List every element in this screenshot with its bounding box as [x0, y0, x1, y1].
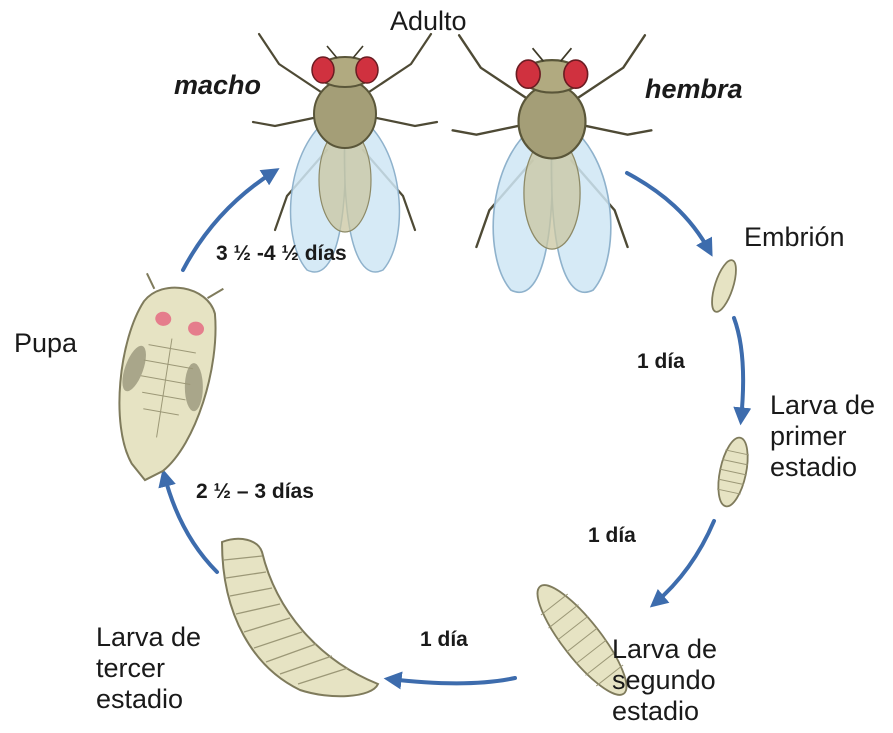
- larva2-label: Larva de segundo estadio: [612, 634, 717, 727]
- pupa-illustration: [103, 272, 226, 488]
- duration-larva3-to-pupa: 2 ½ – 3 días: [196, 480, 314, 504]
- embryo-label: Embrión: [744, 222, 845, 253]
- pupa-label: Pupa: [14, 328, 77, 359]
- larva2-label-line3: estadio: [612, 696, 717, 727]
- arrow-embryo-to-larva1: [734, 318, 743, 420]
- larva2-label-line2: segundo: [612, 665, 717, 696]
- larva1-label-line2: primer: [770, 421, 875, 452]
- duration-embryo-to-larva1: 1 día: [637, 350, 685, 374]
- male-label: macho: [174, 70, 261, 101]
- larva1-label-line1: Larva de: [770, 390, 875, 421]
- duration-larva2-to-larva3: 1 día: [420, 628, 468, 652]
- larva3-label-line1: Larva de: [96, 622, 201, 653]
- larva1-label: Larva de primer estadio: [770, 390, 875, 483]
- larva1-label-line3: estadio: [770, 452, 875, 483]
- larva2-label-line1: Larva de: [612, 634, 717, 665]
- embryo-illustration: [707, 258, 741, 315]
- larva1-illustration: [713, 435, 753, 509]
- arrow-larva2-to-larva3: [389, 678, 515, 683]
- larva3-label-line3: estadio: [96, 684, 201, 715]
- duration-pupa-to-adult: 3 ½ -4 ½ días: [216, 242, 347, 266]
- male-fly-illustration: [253, 34, 437, 272]
- arrow-adult-to-embryo: [627, 173, 710, 252]
- duration-larva1-to-larva2: 1 día: [588, 524, 636, 548]
- larva3-label-line2: tercer: [96, 653, 201, 684]
- adult-label: Adulto: [390, 6, 467, 37]
- female-label: hembra: [645, 74, 743, 105]
- female-fly-illustration: [453, 35, 652, 292]
- arrow-larva1-to-larva2: [654, 521, 714, 604]
- larva3-label: Larva de tercer estadio: [96, 622, 201, 715]
- larva3-illustration: [222, 539, 378, 696]
